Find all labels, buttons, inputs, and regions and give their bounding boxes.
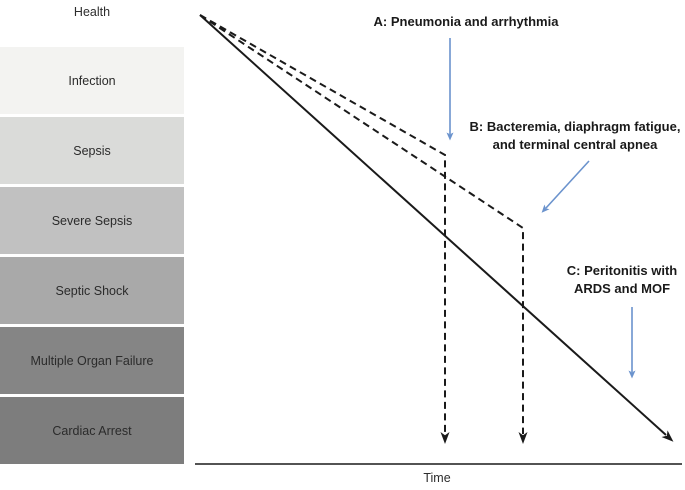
annotation-a: A: Pneumonia and arrhythmia: [366, 13, 566, 31]
ladder-label-cardiac-arrest: Cardiac Arrest: [52, 423, 132, 438]
ladder-label-infection: Infection: [68, 73, 116, 88]
ladder-box-severe-sepsis: Severe Sepsis: [0, 187, 184, 254]
trajectory-c-line: [199, 14, 674, 442]
ladder-box-multiple-organ-failure: Multiple Organ Failure: [0, 327, 184, 394]
annotation-b-line2: and terminal central apnea: [492, 137, 658, 153]
health-axis-label: Health: [73, 5, 111, 19]
annotation-b: B: Bacteremia, diaphragm fatigue, and te…: [462, 118, 685, 155]
ladder-label-severe-sepsis: Severe Sepsis: [51, 213, 133, 228]
ladder-box-cardiac-arrest: Cardiac Arrest: [0, 397, 184, 464]
trajectory-a-line: [199, 14, 450, 444]
annotation-c: C: Peritonitis with ARDS and MOF: [549, 262, 685, 299]
ladder-label-septic-shock: Septic Shock: [55, 283, 129, 298]
annotation-b-line1: B: Bacteremia, diaphragm fatigue,: [469, 119, 681, 134]
ladder-box-infection: Infection: [0, 47, 184, 114]
annotation-b-arrow: [541, 160, 590, 213]
time-axis-label: Time: [423, 471, 451, 485]
health-severity-ladder: Health Infection Sepsis Severe Sepsis Se…: [0, 0, 184, 490]
ladder-label-multiple-organ-failure: Multiple Organ Failure: [30, 353, 154, 368]
annotation-c-line1: C: Peritonitis with: [566, 263, 678, 278]
annotation-a-text: A: Pneumonia and arrhythmia: [373, 14, 559, 29]
ladder-box-sepsis: Sepsis: [0, 117, 184, 184]
ladder-label-sepsis: Sepsis: [73, 143, 111, 158]
ladder-box-septic-shock: Septic Shock: [0, 257, 184, 324]
annotation-c-line2: ARDS and MOF: [573, 281, 671, 297]
trajectory-b-line: [199, 14, 528, 444]
